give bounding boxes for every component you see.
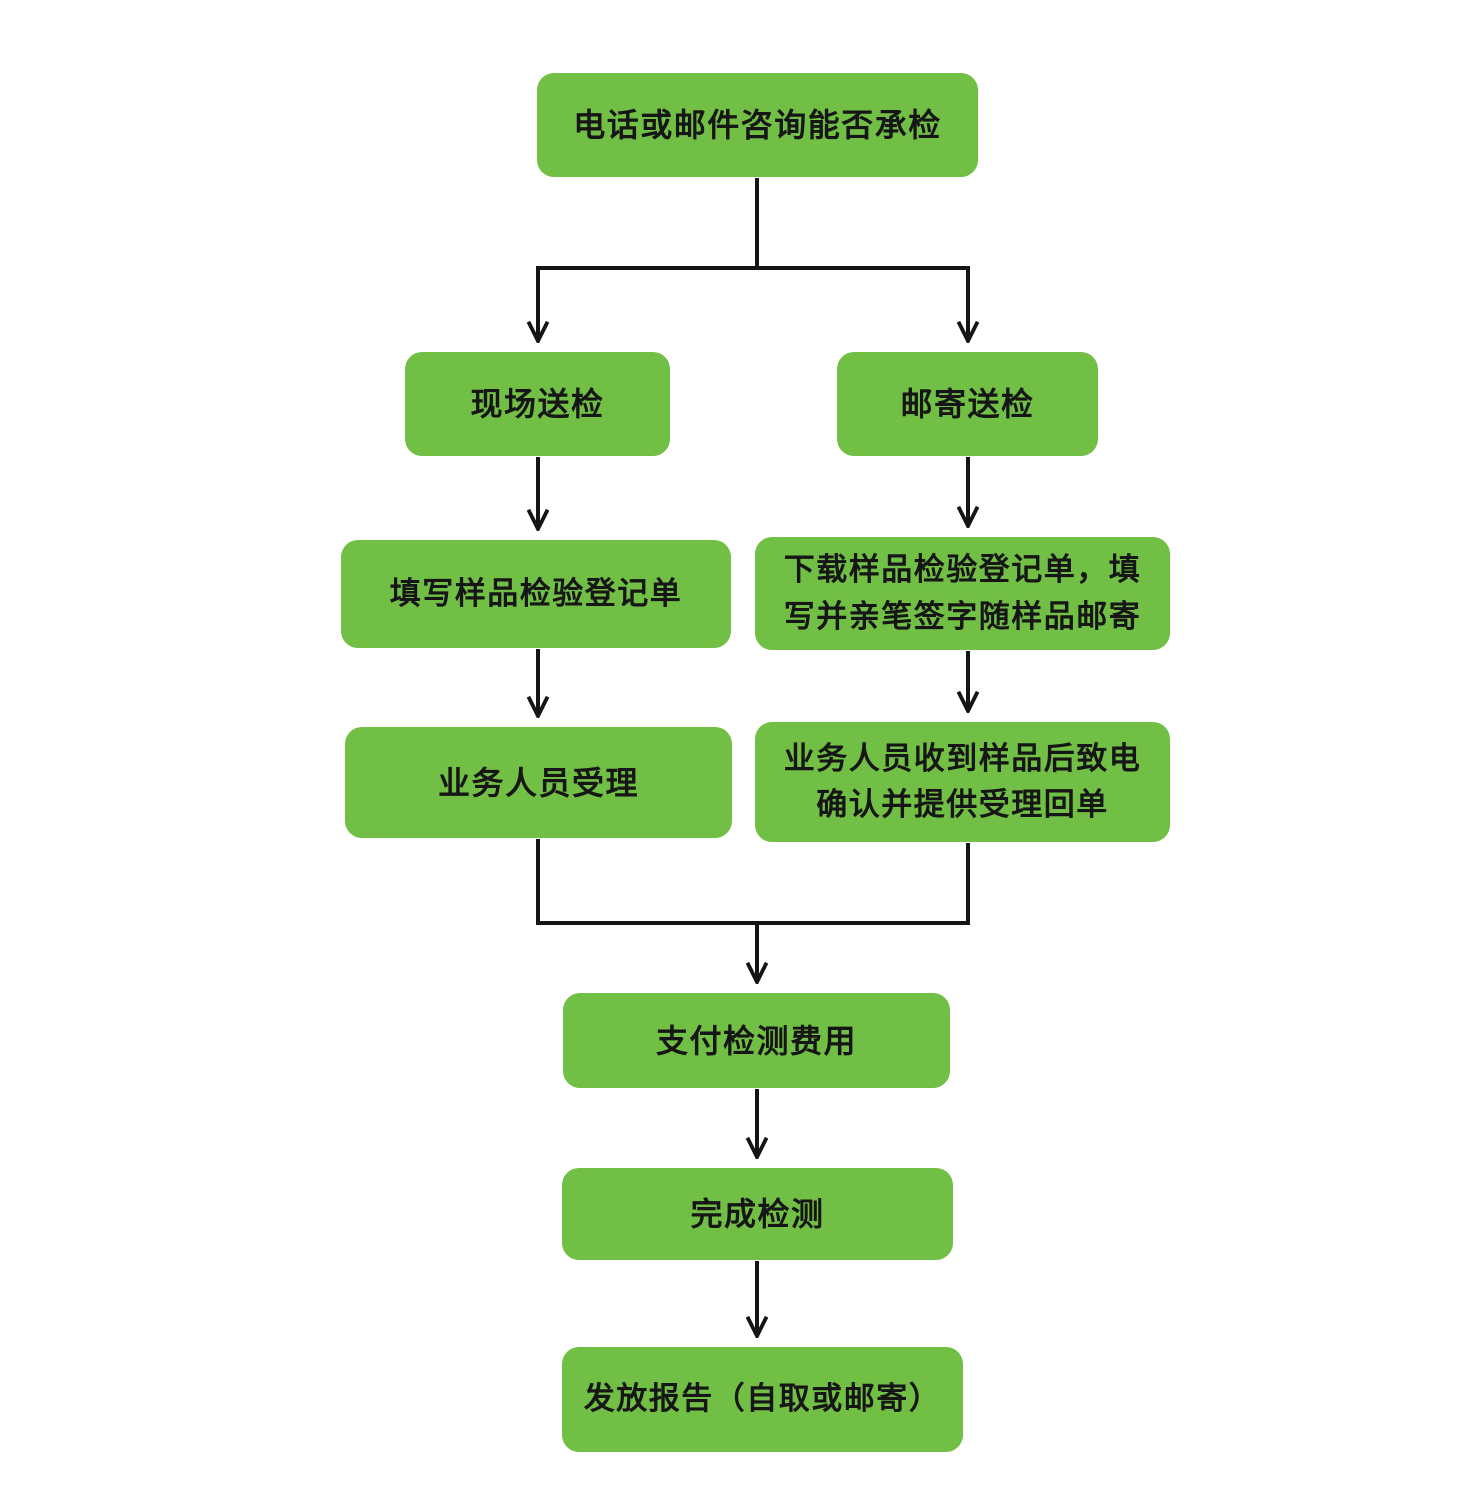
node-mail-submission: 邮寄送检	[837, 352, 1098, 456]
node-complete-testing-label: 完成检测	[690, 1195, 825, 1233]
node-fill-registration-form: 填写样品检验登记单	[341, 540, 731, 648]
node-pay-fee-label: 支付检测费用	[655, 1021, 857, 1060]
node-download-registration-form: 下载样品检验登记单，填 写并亲笔签字随样品邮寄	[755, 537, 1170, 650]
node-staff-acceptance-label: 业务人员受理	[437, 763, 639, 802]
node-staff-acceptance: 业务人员受理	[345, 727, 732, 838]
node-mail-submission-label: 邮寄送检	[900, 385, 1035, 423]
node-complete-testing: 完成检测	[562, 1168, 953, 1260]
node-fill-registration-form-label: 填写样品检验登记单	[389, 575, 683, 612]
node-consult-label: 电话或邮件咨询能否承检	[573, 106, 942, 144]
node-issue-report: 发放报告（自取或邮寄）	[562, 1347, 963, 1452]
connector-merge	[536, 839, 970, 925]
node-issue-report-label: 发放报告（自取或邮寄）	[583, 1381, 942, 1418]
node-staff-confirm-receipt-label: 业务人员收到样品后致电 确认并提供受理回单	[783, 740, 1142, 824]
node-pay-fee: 支付检测费用	[563, 993, 950, 1088]
node-download-registration-form-label: 下载样品检验登记单，填 写并亲笔签字随样品邮寄	[783, 552, 1142, 635]
node-consult: 电话或邮件咨询能否承检	[537, 73, 978, 177]
node-onsite-submission-label: 现场送检	[470, 385, 605, 423]
node-onsite-submission: 现场送检	[405, 352, 670, 456]
node-staff-confirm-receipt: 业务人员收到样品后致电 确认并提供受理回单	[755, 722, 1170, 842]
